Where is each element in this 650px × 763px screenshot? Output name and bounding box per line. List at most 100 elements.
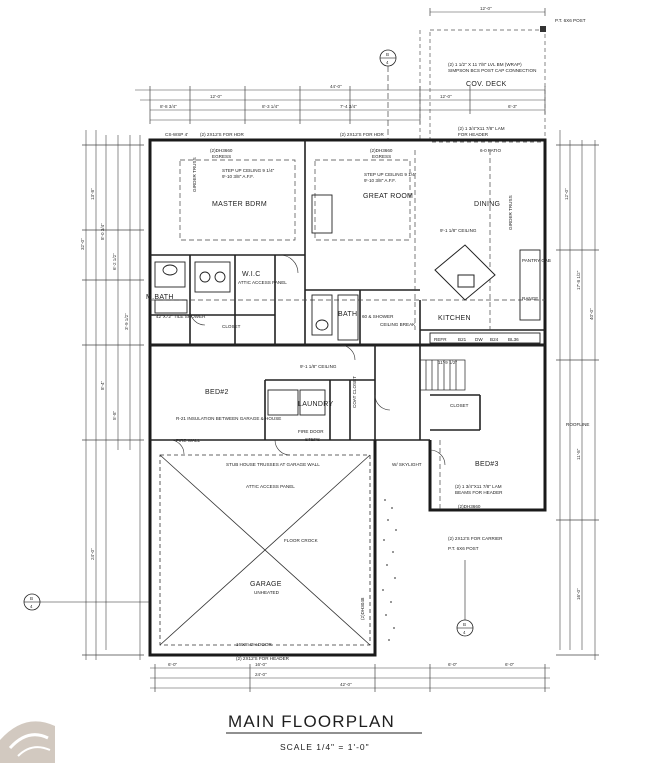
- note-steps: STEPS: [305, 437, 320, 442]
- note-simpson: SIMPSON BCS POST CAP CONNECTION: [448, 68, 536, 73]
- room-label-laundry: LAUNDRY: [298, 401, 333, 408]
- note-egress-master-label: EGRESS: [212, 154, 231, 159]
- note-r21: R-21 INSULATION BETWEEN GARAGE & HOUSE: [176, 416, 281, 421]
- dim-kitchen: 11'-9 1/2": [438, 360, 457, 365]
- note-bed3-header: (2) 1 3/4"X11 7/8" LAM: [455, 484, 502, 489]
- dim-right-e: 16'-0": [576, 588, 581, 600]
- note-ceiling-hall: 9'-1 1/8" CEILING: [300, 364, 337, 369]
- dim-left-d: 3'-9 1/2": [124, 313, 129, 330]
- dim-left-a: 13'-8": [90, 188, 95, 200]
- note-pt-post-bottom: P.T. 6X6 POST: [448, 546, 479, 551]
- dashed-ceiling-lines: [150, 150, 545, 510]
- dim-top-c: 8'-3 1/4": [262, 104, 279, 109]
- dim-left-e: 8'-4": [100, 380, 105, 390]
- dim-bottom-a: 6'-0": [168, 662, 178, 667]
- note-ceiling-great: 9'-1 1/8" CEILING: [440, 228, 477, 233]
- dim-overall-left: 32'-0": [80, 238, 85, 250]
- room-label-cov-deck: COV. DECK: [466, 81, 507, 88]
- dim-right-c: 40'-0": [589, 308, 594, 320]
- note-skylight: W/ SKYLIGHT: [392, 462, 422, 467]
- note-egress-great: (2)DH3660: [370, 148, 393, 153]
- note-roofline: ROOFLINE: [566, 422, 589, 427]
- note-pt-post-top: P.T. 6X6 POST: [555, 18, 586, 23]
- dim-bottom-e: 6'-0": [448, 662, 458, 667]
- note-floor-crock: FLOOR CROCK: [284, 538, 319, 543]
- note-girder-truss-master: GIRDER TRUSS: [192, 157, 197, 192]
- concrete-stoop: [382, 499, 397, 641]
- dimension-lines: [82, 8, 599, 692]
- plan-scale: SCALE 1/4" = 1'-0": [280, 742, 370, 752]
- section-marker-top: [379, 49, 397, 140]
- note-range: RANGE: [522, 296, 538, 301]
- note-stepup-great2: 9'-10 3/8" A.F.F.: [364, 178, 396, 183]
- dim-top-e: 12'-0": [440, 94, 452, 99]
- section-mark-left-letter: B: [30, 596, 33, 601]
- dim-top-b: 12'-0": [210, 94, 222, 99]
- room-label-garage: GARAGE: [250, 581, 282, 588]
- note-pantry: PANTRY CAB: [522, 258, 551, 263]
- note-fire-door: FIRE DOOR: [298, 429, 324, 434]
- dim-right-b: 17'-8 1/2": [576, 270, 581, 290]
- note-dw: DW: [475, 337, 483, 342]
- note-fire-wall: FIRE WALL: [176, 438, 201, 443]
- stairs: [419, 359, 466, 391]
- dim-left-g: 24'-0": [90, 548, 95, 560]
- section-mark-bottom-sheet: 4: [463, 630, 466, 635]
- closet-label-master: CLOSET: [222, 324, 241, 329]
- note-stepup-master2: 9'-10 3/8" A.F.F.: [222, 174, 254, 179]
- note-lam-header2: FOR HEADER: [458, 132, 489, 137]
- note-carrier: (2) 2X12'S FOR CARRIER: [448, 536, 503, 541]
- note-hdr-master: (2) 2X12'S FOR HDR: [200, 132, 244, 137]
- watermark-logo: [0, 721, 55, 763]
- note-girder-truss-dining: GIRDER TRUSS: [508, 195, 513, 230]
- note-bl36: BL36: [508, 337, 519, 342]
- dim-bottom-b: 16'-0": [255, 662, 267, 667]
- note-patio: 6-0 PATIO: [480, 148, 501, 153]
- dim-overall-top: 44'-0": [330, 84, 342, 89]
- room-label-bath: BATH: [338, 311, 357, 318]
- fixtures: [154, 194, 541, 416]
- interior-walls: [150, 140, 545, 441]
- note-refr: REFR: [434, 337, 447, 342]
- section-marker-left: [23, 593, 150, 611]
- coat-closet-label: COAT CLOSET: [352, 376, 357, 408]
- dim-top-f: 6'-3": [508, 104, 518, 109]
- note-egress-master: (2)DH3660: [210, 148, 233, 153]
- dim-left-b: 8'-0 3/4": [100, 223, 105, 240]
- dim-top-d: 7'-4 3/4": [340, 104, 357, 109]
- note-lam-header: (2) 1 3/4"X11 7/8" LAM: [458, 126, 505, 131]
- section-mark-left-sheet: 4: [30, 604, 33, 609]
- room-label-wic: W.I.C: [242, 271, 261, 278]
- note-garage-attic: ATTIC ACCESS PANEL: [246, 484, 295, 489]
- note-dh3048-garage: (2)DH3048: [360, 597, 365, 620]
- covered-deck-outline: [419, 29, 546, 143]
- note-bed3-header2: BEAMS FOR HEADER: [455, 490, 503, 495]
- room-label-m-bath: M.BATH: [146, 294, 174, 301]
- note-egress-great-label: EGRESS: [372, 154, 391, 159]
- note-tub-shower: 60 & SHOWER: [362, 314, 394, 319]
- dim-left-c: 6'-2 1/2": [112, 253, 117, 270]
- note-b24: B24: [490, 337, 499, 342]
- garage-roof-lines: [159, 454, 371, 646]
- exterior-walls: [148, 138, 547, 657]
- note-hdr-great: (2) 2X12'S FOR HDR: [340, 132, 384, 137]
- note-overhead-door: 16'X8' OH DOOR: [236, 642, 272, 647]
- note-attic-access: ATTIC ACCESS PANEL: [238, 280, 287, 285]
- dim-left-f: 5'-8": [112, 410, 117, 420]
- note-stepup-master: STEP UP CEILING 9 1/4": [222, 168, 275, 173]
- door-swings: [169, 254, 446, 466]
- dim-deck-width: 12'-0": [480, 6, 492, 11]
- note-b21: B21: [458, 337, 467, 342]
- plan-title: MAIN FLOORPLAN: [228, 712, 395, 731]
- note-cs-wsp: CS-WSP 4': [165, 132, 188, 137]
- note-ceiling-break: CEILING BREAK: [380, 322, 416, 327]
- note-hdr-garage: (2) 2X12'S FOR HEADER: [236, 656, 290, 661]
- room-label-kitchen: KITCHEN: [438, 315, 471, 322]
- note-dh3660-bed3: (2)DH3660: [458, 504, 481, 509]
- dim-bottom-c: 24'-0": [255, 672, 267, 677]
- room-label-dining: DINING: [474, 201, 500, 208]
- section-mark-top-letter: B: [386, 52, 389, 57]
- garage-subtitle: UNHEATED: [254, 590, 280, 595]
- note-lvl-beam: (2) 1 1/2" X 11 7/8" LVL BM (WRAP): [448, 62, 522, 67]
